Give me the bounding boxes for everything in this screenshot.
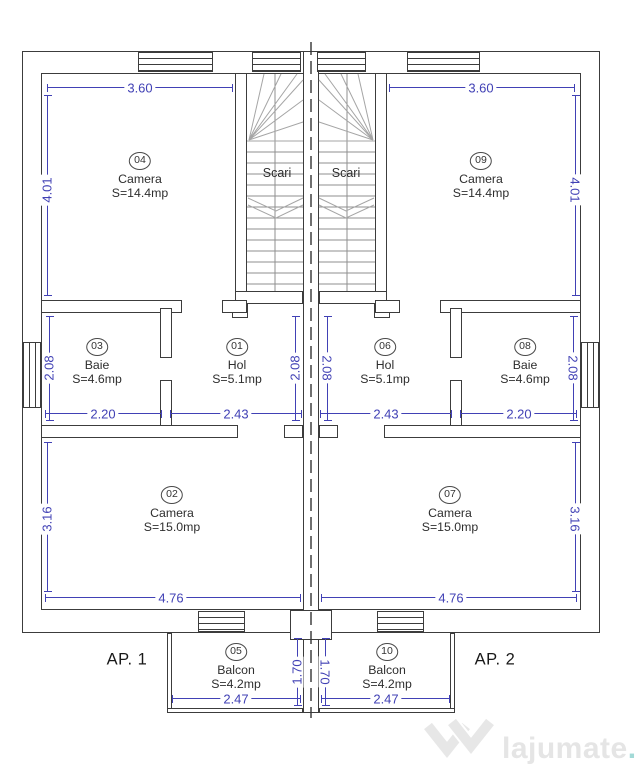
stairs-label-right: Scari [331, 166, 361, 180]
window-baie03-left [23, 342, 41, 408]
wall-camera09-hol [440, 300, 581, 313]
dim-label-360-left: 3.60 [124, 81, 156, 95]
window-camera09-top [407, 52, 480, 72]
balcony-wall-bottom-right [319, 708, 455, 713]
room-area-05: S=4.2mp [211, 677, 261, 692]
wall-baie08-hol-upper [450, 308, 462, 358]
room-label-05: 05 Balcon S=4.2mp [211, 643, 261, 691]
wall-hol-camera07-jamb [319, 425, 338, 438]
wall-camera09-hol-jamb [375, 300, 400, 313]
room-area-06: S=5.1mp [360, 372, 410, 387]
room-name-09: Camera [459, 172, 503, 186]
dim-label-170-right: 1.70 [318, 656, 333, 688]
room-number-09: 09 [470, 152, 492, 170]
dim-label-247-left: 2.47 [220, 692, 252, 706]
dim-label-208-right: 2.08 [566, 352, 581, 384]
wall-hol-camera02 [41, 425, 238, 438]
room-label-03: 03 Baie S=4.6mp [72, 338, 122, 386]
wall-hol-camera02-jamb [284, 425, 303, 438]
room-area-09: S=14.4mp [452, 186, 510, 201]
dim-label-360-right: 3.60 [465, 81, 497, 95]
room-name-10: Balcon [368, 663, 406, 677]
window-stairs-right [317, 52, 366, 72]
room-label-08: 08 Baie S=4.6mp [500, 338, 550, 386]
room-label-01: 01 Hol S=5.1mp [212, 338, 262, 386]
room-name-04: Camera [118, 172, 162, 186]
window-camera04-top [138, 52, 213, 72]
dim-label-476-right: 4.76 [435, 591, 467, 605]
dim-label-247-right: 2.47 [370, 692, 402, 706]
stair-bottom-wall-right [319, 291, 387, 304]
wall-baie03-hol-upper [160, 308, 172, 358]
room-label-02: 02 Camera S=15.0mp [144, 486, 200, 534]
dim-label-208-center-left: 2.08 [288, 352, 303, 384]
room-number-02: 02 [161, 486, 183, 504]
room-area-07: S=15.0mp [421, 520, 479, 535]
room-area-02: S=15.0mp [143, 520, 201, 535]
dim-label-316-right: 3.16 [568, 503, 583, 535]
dim-label-243-right: 2.43 [370, 407, 402, 421]
dim-label-208-center-right: 2.08 [320, 352, 335, 384]
dim-label-220-left: 2.20 [87, 407, 119, 421]
room-number-07: 07 [439, 486, 461, 504]
dim-label-316-left: 3.16 [40, 503, 55, 535]
window-stairs-left [252, 52, 301, 72]
room-number-08: 08 [514, 338, 536, 356]
dim-label-243-left: 2.43 [220, 407, 252, 421]
dim-label-401-right: 4.01 [568, 174, 583, 206]
balcony-wall-bottom-left [167, 708, 303, 713]
wall-hol-camera07 [384, 425, 581, 438]
room-name-08: Baie [512, 358, 538, 372]
watermark: lajumate.ro [420, 712, 637, 768]
apartment-label-2: AP. 2 [474, 650, 516, 669]
window-camera07-bottom [377, 611, 424, 632]
room-label-10: 10 Balcon S=4.2mp [362, 643, 412, 691]
lajumate-logo-icon [424, 717, 496, 759]
watermark-name: lajumate [502, 732, 628, 765]
room-name-01: Hol [227, 358, 247, 372]
room-name-05: Balcon [217, 663, 255, 677]
room-label-07: 07 Camera S=15.0mp [422, 486, 478, 534]
room-label-09: 09 Camera S=14.4mp [453, 152, 509, 200]
room-number-06: 06 [374, 338, 396, 356]
room-number-10: 10 [376, 643, 398, 661]
window-baie08-right [581, 342, 599, 408]
room-name-06: Hol [375, 358, 395, 372]
dim-label-476-left: 4.76 [155, 591, 187, 605]
room-name-03: Baie [84, 358, 110, 372]
dim-label-401-left: 4.01 [40, 174, 55, 206]
room-name-07: Camera [428, 506, 472, 520]
room-number-03: 03 [86, 338, 108, 356]
room-number-01: 01 [226, 338, 248, 356]
room-name-02: Camera [150, 506, 194, 520]
stairs-label-left: Scari [262, 166, 292, 180]
window-camera02-bottom [198, 611, 245, 632]
room-area-04: S=14.4mp [111, 186, 169, 201]
room-number-04: 04 [129, 152, 151, 170]
room-area-03: S=4.6mp [72, 372, 122, 387]
apartment-label-1: AP. 1 [106, 650, 148, 669]
room-label-04: 04 Camera S=14.4mp [112, 152, 168, 200]
dim-label-208-left: 2.08 [42, 352, 57, 384]
room-number-05: 05 [225, 643, 247, 661]
room-label-06: 06 Hol S=5.1mp [360, 338, 410, 386]
dim-label-220-right: 2.20 [503, 407, 535, 421]
watermark-tld: .ro [627, 732, 637, 765]
watermark-text: lajumate.ro [502, 734, 637, 764]
room-area-08: S=4.6mp [500, 372, 550, 387]
stair-bottom-wall-left [235, 291, 303, 304]
room-area-01: S=5.1mp [212, 372, 262, 387]
wall-camera04-hol [41, 300, 182, 313]
wall-camera04-hol-jamb [222, 300, 247, 313]
room-area-10: S=4.2mp [362, 677, 412, 692]
dim-label-170-left: 1.70 [290, 656, 305, 688]
